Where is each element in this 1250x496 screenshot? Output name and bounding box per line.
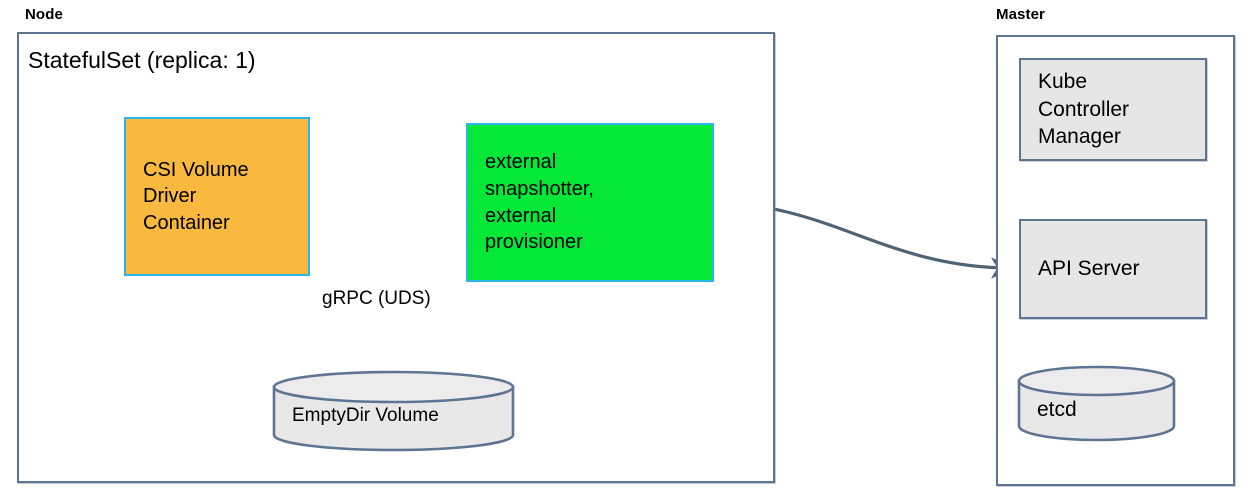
cylinder-emptydir-volume-label: EmptyDir Volume <box>292 405 439 426</box>
box-api-server-label: API Server <box>1038 257 1140 281</box>
edge-label-grpc-uds: gRPC (UDS) <box>322 288 431 309</box>
group-label-master: Master <box>996 6 1045 23</box>
box-api-server[interactable]: API Server <box>1019 219 1207 319</box>
box-external-snapshotter-provisioner-label: external snapshotter, external provision… <box>485 151 594 254</box>
box-csi-volume-driver-container[interactable]: CSI Volume Driver Container <box>124 117 310 276</box>
cylinder-emptydir-volume[interactable]: EmptyDir Volume <box>272 370 515 452</box>
box-external-snapshotter-provisioner[interactable]: external snapshotter, external provision… <box>466 123 714 282</box>
cylinder-etcd-label: etcd <box>1037 398 1077 421</box>
box-csi-volume-driver-container-label: CSI Volume Driver Container <box>143 158 249 234</box>
box-kube-controller-manager-label: Kube Controller Manager <box>1038 69 1130 149</box>
cylinder-etcd[interactable]: etcd <box>1017 365 1176 443</box>
box-kube-controller-manager[interactable]: Kube Controller Manager <box>1019 58 1207 161</box>
statefulset-title: StatefulSet (replica: 1) <box>28 47 256 73</box>
group-label-node: Node <box>25 6 63 23</box>
